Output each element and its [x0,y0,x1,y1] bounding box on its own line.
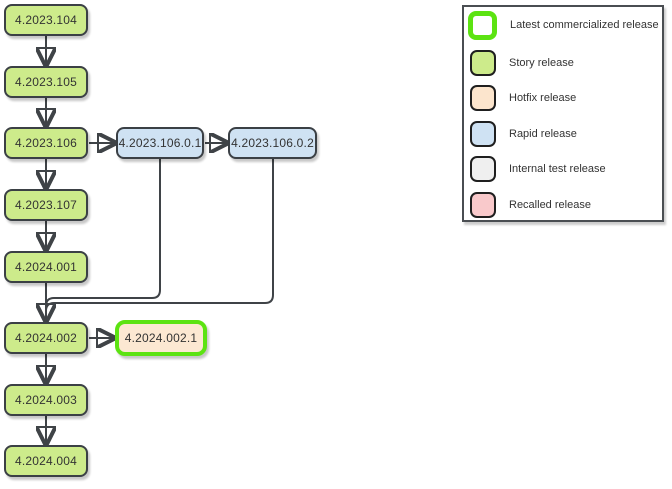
legend-label: Hotfix release [509,92,577,104]
node-label: 4.2023.104 [14,13,78,27]
legend-label: Rapid release [509,128,577,140]
node-4-2024-002: 4.2024.002 [4,322,88,354]
edge-10601-merge-002 [45,159,161,310]
node-label: 4.2024.003 [14,393,78,407]
legend-label: Internal test release [509,163,606,175]
hotfix-release-swatch [470,85,496,111]
node-label: 4.2023.106.0.1 [118,136,202,150]
node-4-2023-104: 4.2023.104 [4,4,88,36]
node-4-2023-106: 4.2023.106 [4,127,88,159]
story-release-swatch [470,50,496,76]
node-label: 4.2023.107 [14,198,78,212]
latest-commercialized-swatch [468,10,497,40]
legend-item-story: Story release [464,48,574,78]
node-label: 4.2023.106 [14,136,78,150]
legend-item-recalled: Recalled release [464,190,591,220]
internal-test-release-swatch [470,156,496,182]
node-label: 4.2023.105 [14,75,78,89]
legend-item-rapid: Rapid release [464,119,577,149]
node-label: 4.2024.002.1 [124,331,198,345]
legend-item-internal-test: Internal test release [464,154,606,184]
node-4-2023-106-0-2: 4.2023.106.0.2 [228,127,317,159]
edge-10602-merge-002 [45,159,274,313]
node-4-2024-002-1-latest-commercialized: 4.2024.002.1 [115,320,207,356]
node-4-2024-001: 4.2024.001 [4,251,88,283]
legend-item-latest-commercialized: Latest commercialized release [464,10,659,40]
node-4-2024-003: 4.2024.003 [4,384,88,416]
node-label: 4.2024.002 [14,331,78,345]
legend-panel: Latest commercialized release Story rele… [462,5,664,222]
recalled-release-swatch [470,192,496,218]
node-4-2024-004: 4.2024.004 [4,445,88,477]
node-label: 4.2024.004 [14,454,78,468]
node-label: 4.2024.001 [14,260,78,274]
legend-label: Latest commercialized release [510,19,659,31]
node-4-2023-106-0-1: 4.2023.106.0.1 [116,127,204,159]
node-4-2023-107: 4.2023.107 [4,189,88,221]
legend-label: Recalled release [509,199,591,211]
legend-label: Story release [509,57,574,69]
node-label: 4.2023.106.0.2 [231,136,314,150]
legend-item-hotfix: Hotfix release [464,83,576,113]
node-4-2023-105: 4.2023.105 [4,66,88,98]
rapid-release-swatch [470,121,496,147]
